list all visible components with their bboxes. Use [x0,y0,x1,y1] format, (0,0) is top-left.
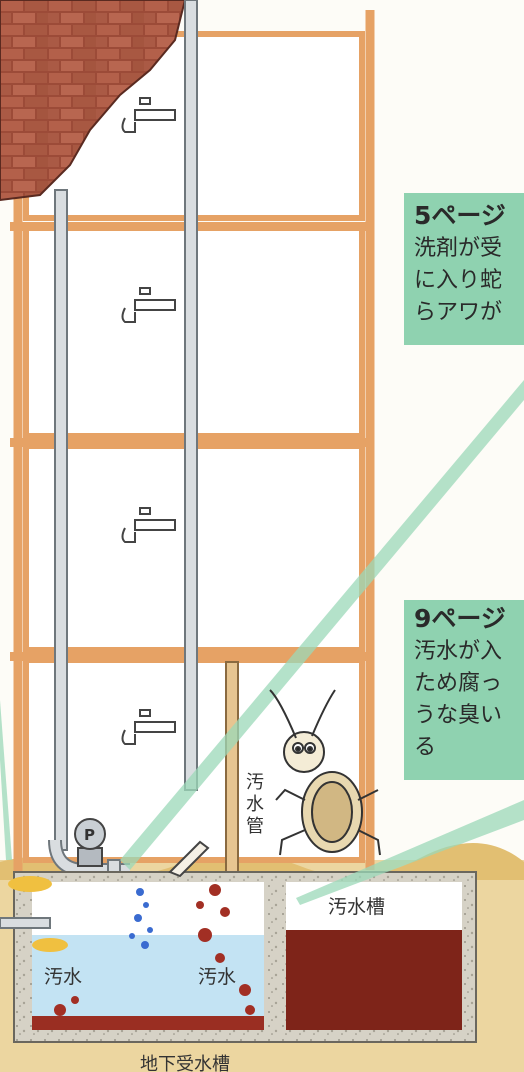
svg-text:P: P [84,826,95,844]
callout-9-line: うな臭い [414,703,503,728]
sewage-label-left: 汚水 [44,966,83,988]
bottom-caption: 地下受水槽 [140,1054,230,1072]
receiving-tank-water [32,935,264,1030]
callout-9-line: ため腐っ [414,671,503,696]
sewage-tank-label: 汚水槽 [328,896,386,918]
callout-9-title: 9ページ [414,604,506,633]
sewage-pipe [225,661,239,903]
sewage-pipe-label: 汚水管 [246,772,264,837]
sewage-label-middle: 汚水 [198,966,237,988]
callout-5-line: に入り蛇 [414,268,503,293]
callout-5-line: らアワが [414,300,503,325]
callout-5-line: 洗剤が受 [414,236,503,261]
contamination-spots [54,884,255,1016]
inlet-pipe [0,917,51,929]
callout-beam-5 [120,380,524,870]
pump-icon: P [74,818,106,867]
faucet-icon [121,97,176,133]
sewage-tank-liquid [286,930,462,1030]
faucet-icon [121,507,176,543]
callout-beam-9 [296,800,524,905]
callout-5-title: 5ページ [414,201,506,230]
yellow-residue [8,876,68,952]
faucet-icon [121,287,176,323]
callout-page-9: 9ページ 汚水が入 ため腐っ うな臭い る [404,600,524,780]
tank-lid [168,840,210,878]
callout-page-5: 5ページ 洗剤が受 に入り蛇 らアワが [404,193,524,345]
foam-bubbles [129,888,153,949]
brick-wall-icon [0,0,187,202]
faucet-icon [121,709,176,745]
callout-9-line: 汚水が入 [414,639,503,664]
cockroach-icon [269,689,381,856]
callout-9-line: る [414,735,437,760]
underground-tanks [13,840,477,1043]
